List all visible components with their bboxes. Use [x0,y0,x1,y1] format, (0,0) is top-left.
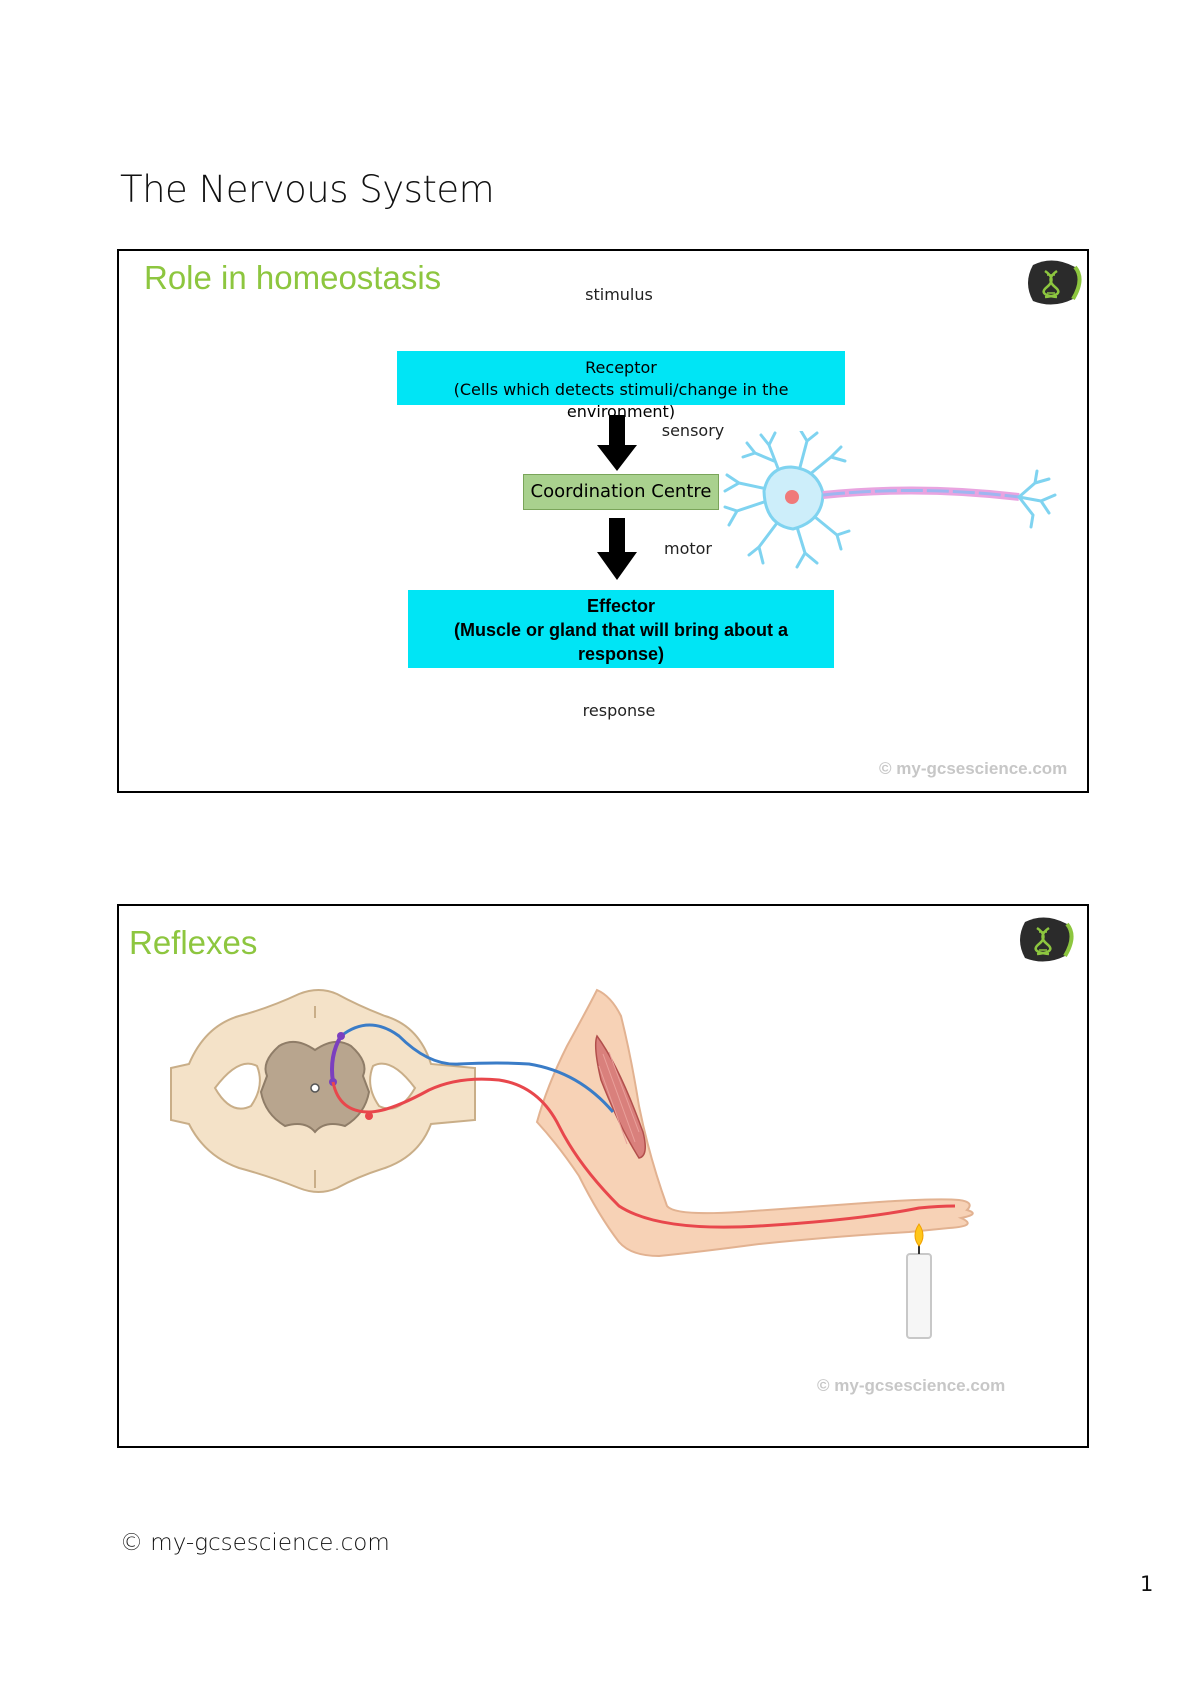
motor-label: motor [663,539,712,558]
stimulus-label: stimulus [585,285,653,304]
watermark: © my-gcsescience.com [817,1376,1006,1395]
page-title: The Nervous System [120,168,495,211]
watermark: © my-gcsescience.com [879,759,1068,778]
page-number: 1 [1140,1572,1154,1596]
effector-title: Effector [586,596,655,616]
slide-reflexes: Reflexes [117,904,1089,1448]
motor-neuron [331,1077,956,1229]
slide-title: Reflexes [129,924,258,961]
receptor-title: Receptor [585,358,657,377]
dna-logo-icon [1028,260,1082,305]
arm-icon [535,988,974,1258]
down-arrow-icon [597,415,637,471]
slide-title: Role in homeostasis [144,259,442,296]
sensory-neuron [340,1023,615,1113]
reflex-arc-illustration [170,988,974,1339]
candle-icon [906,1223,932,1339]
receptor-description: (Cells which detects stimuli/change in t… [453,380,789,421]
effector-box: Effector (Muscle or gland that will brin… [408,590,834,668]
effector-description-cont: response) [577,644,665,664]
down-arrow-icon [597,518,637,580]
spinal-cord-icon [170,989,476,1193]
neuron-icon [723,431,1057,569]
sensory-label: sensory [661,421,725,440]
slide-role-in-homeostasis: Role in homeostasis stimulus Receptor (C… [117,249,1089,793]
footer-copyright: © my-gcsescience.com [120,1530,390,1556]
receptor-box: Receptor (Cells which detects stimuli/ch… [397,351,845,421]
effector-description: (Muscle or gland that will bring about a [453,620,788,640]
coordination-centre-box: Coordination Centre [523,474,719,510]
response-label: response [582,701,656,720]
dna-logo-icon [1020,917,1074,962]
